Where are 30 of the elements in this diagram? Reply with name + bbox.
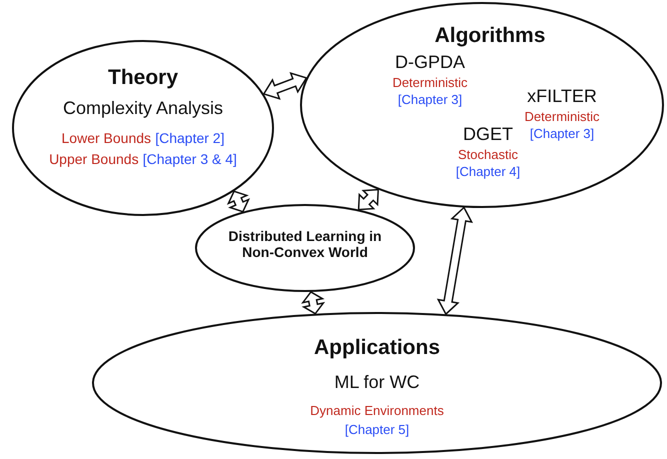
node-heading: Distributed Learning in Non-Convex World bbox=[227, 228, 383, 260]
node-heading: Applications bbox=[314, 336, 440, 360]
chapter-reference: [Chapter 5] bbox=[344, 423, 410, 438]
property-label: Lower Bounds bbox=[62, 130, 152, 146]
node-heading: Algorithms bbox=[434, 24, 546, 48]
property-label: Deterministic bbox=[524, 110, 600, 125]
double-arrow bbox=[262, 72, 308, 100]
node-heading: Theory bbox=[108, 66, 178, 90]
ellipse-node bbox=[300, 2, 664, 208]
chapter-reference: [Chapter 3] bbox=[398, 93, 462, 108]
node-subtitle: Complexity Analysis bbox=[62, 98, 224, 119]
ellipse-node bbox=[92, 312, 662, 454]
property-label: Upper Bounds bbox=[49, 151, 139, 168]
property-label: Deterministic bbox=[392, 76, 468, 91]
double-arrow bbox=[301, 290, 326, 315]
chapter-reference: [Chapter 2] bbox=[155, 130, 224, 146]
node-subtitle: xFILTER bbox=[527, 86, 597, 107]
ellipse-node bbox=[195, 204, 415, 292]
chapter-reference: [Chapter 3 & 4] bbox=[142, 151, 237, 168]
double-arrow bbox=[226, 190, 250, 213]
node-subtitle: D-GPDA bbox=[395, 52, 465, 73]
ellipse-node bbox=[12, 40, 274, 216]
double-arrow bbox=[436, 206, 474, 316]
chapter-reference: [Chapter 3] bbox=[530, 127, 594, 142]
node-subtitle: DGET bbox=[463, 124, 513, 145]
chapter-reference: [Chapter 4] bbox=[456, 165, 520, 180]
property-label: Stochastic bbox=[458, 148, 518, 163]
double-arrow bbox=[358, 188, 379, 210]
property-label: Dynamic Environments bbox=[310, 404, 444, 419]
node-subtitle: ML for WC bbox=[334, 372, 420, 393]
